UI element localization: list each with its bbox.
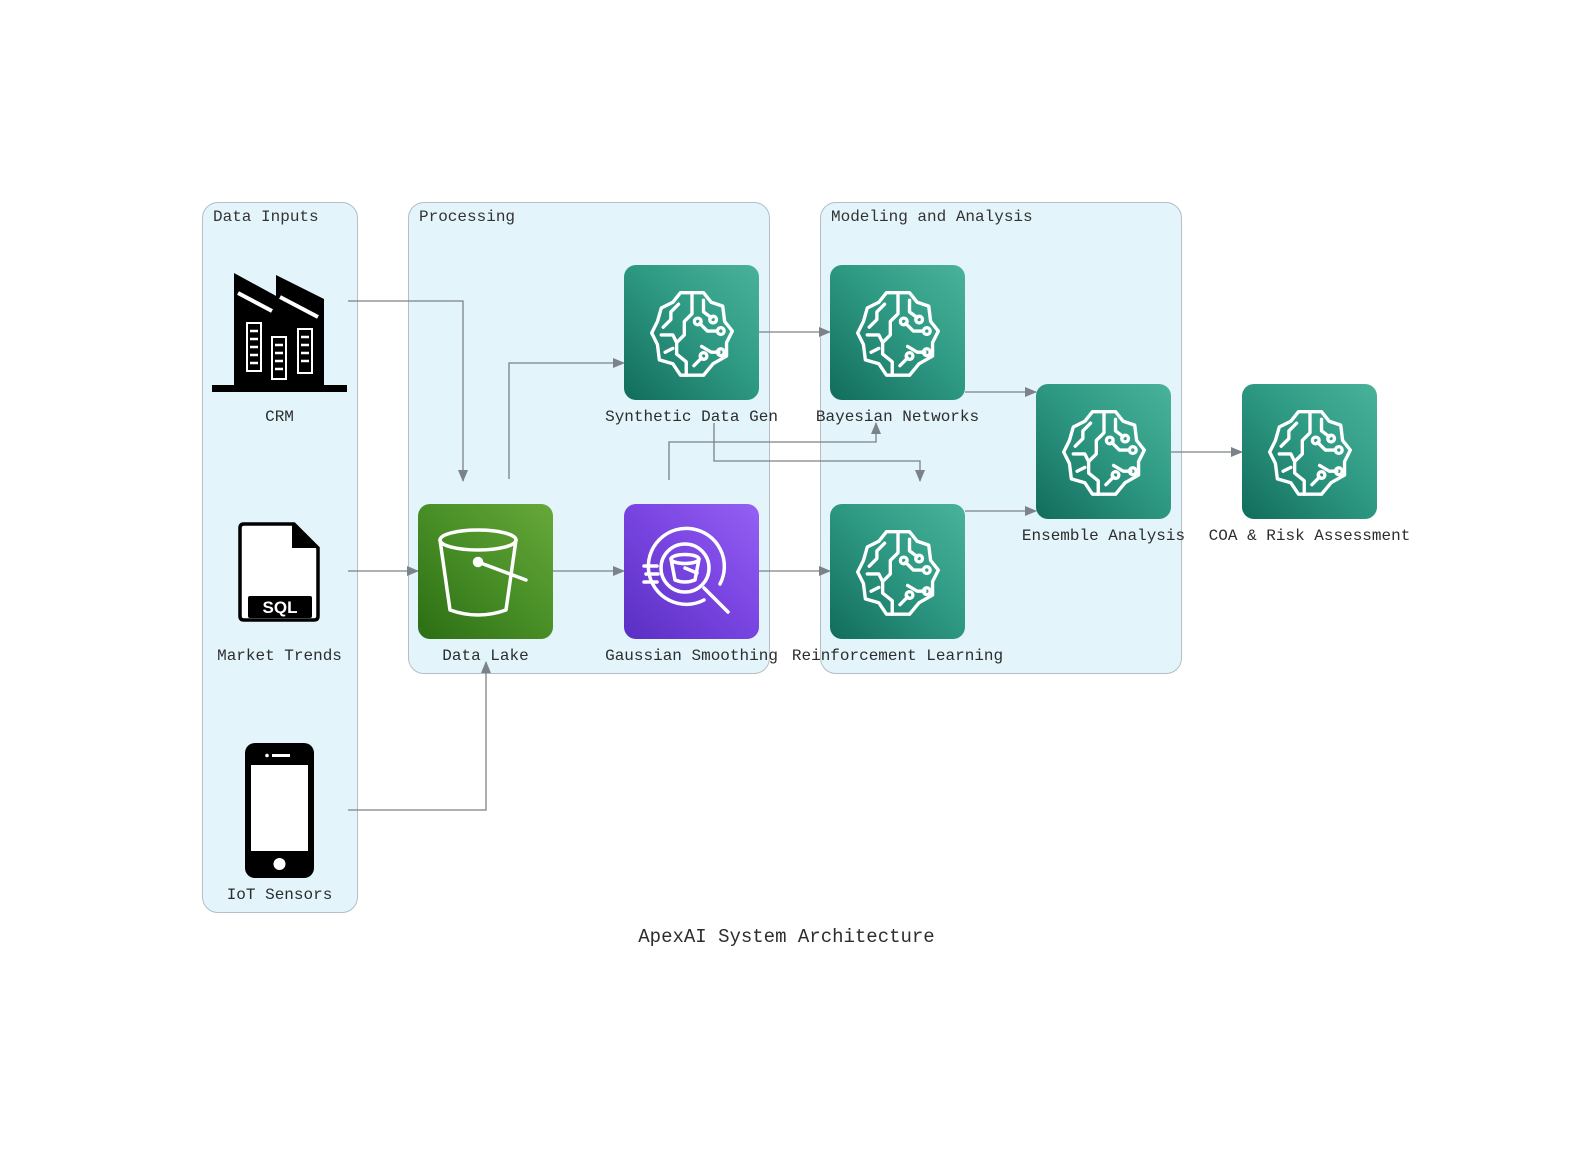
brain-circuit-icon — [850, 285, 946, 381]
node-crm[interactable]: CRM — [212, 265, 347, 426]
factory-icon — [212, 273, 347, 392]
cluster-label-data-inputs: Data Inputs — [213, 208, 319, 226]
node-iot-sensors[interactable]: IoT Sensors — [212, 743, 347, 904]
brain-circuit-icon — [850, 524, 946, 620]
node-label-reinforcement-learning: Reinforcement Learning — [791, 647, 1004, 665]
bucket-search-icon — [641, 526, 730, 614]
node-label-ensemble-analysis: Ensemble Analysis — [1021, 527, 1186, 545]
brain-circuit-icon — [1056, 404, 1152, 500]
brain-circuit-icon — [1262, 404, 1358, 500]
node-label-synthetic-data-gen: Synthetic Data Gen — [605, 408, 778, 426]
node-synthetic-data-gen[interactable]: Synthetic Data Gen — [605, 265, 778, 426]
node-label-iot-sensors: IoT Sensors — [226, 886, 333, 904]
node-label-data-lake: Data Lake — [442, 647, 529, 665]
node-data-lake[interactable]: Data Lake — [418, 504, 553, 665]
sql-file-icon: SQL — [238, 522, 320, 622]
bucket-icon — [437, 527, 528, 617]
edge-synthetic-data-gen-to-reinforcement-learning — [713, 423, 925, 482]
diagram-title: ApexAI System Architecture — [638, 926, 935, 948]
node-label-coa-risk-assessment: COA & Risk Assessment — [1208, 527, 1411, 545]
cluster-label-modeling-analysis: Modeling and Analysis — [831, 208, 1033, 226]
node-reinforcement-learning[interactable]: Reinforcement Learning — [792, 504, 1003, 665]
node-coa-risk-assessment[interactable]: COA & Risk Assessment — [1209, 384, 1410, 545]
node-label-gaussian-smoothing: Gaussian Smoothing — [605, 647, 778, 665]
edge-gaussian-smoothing-to-bayesian-networks — [668, 422, 881, 480]
node-ensemble-analysis[interactable]: Ensemble Analysis — [1022, 384, 1185, 545]
node-label-market-trends: Market Trends — [217, 647, 342, 665]
edge-data-lake-to-synthetic-data-gen — [508, 358, 625, 479]
edge-iot-sensors-to-data-lake — [348, 661, 491, 811]
node-market-trends[interactable]: SQL Market Trends — [212, 504, 347, 665]
svg-text:SQL: SQL — [263, 598, 298, 617]
cluster-label-processing: Processing — [419, 208, 516, 226]
node-bayesian-networks[interactable]: Bayesian Networks — [816, 265, 979, 426]
node-gaussian-smoothing[interactable]: Gaussian Smoothing — [605, 504, 778, 665]
mobile-phone-icon — [245, 743, 314, 878]
brain-circuit-icon — [644, 285, 740, 381]
edge-crm-to-data-lake — [348, 300, 468, 482]
node-label-bayesian-networks: Bayesian Networks — [815, 408, 980, 426]
node-label-crm: CRM — [265, 408, 294, 426]
